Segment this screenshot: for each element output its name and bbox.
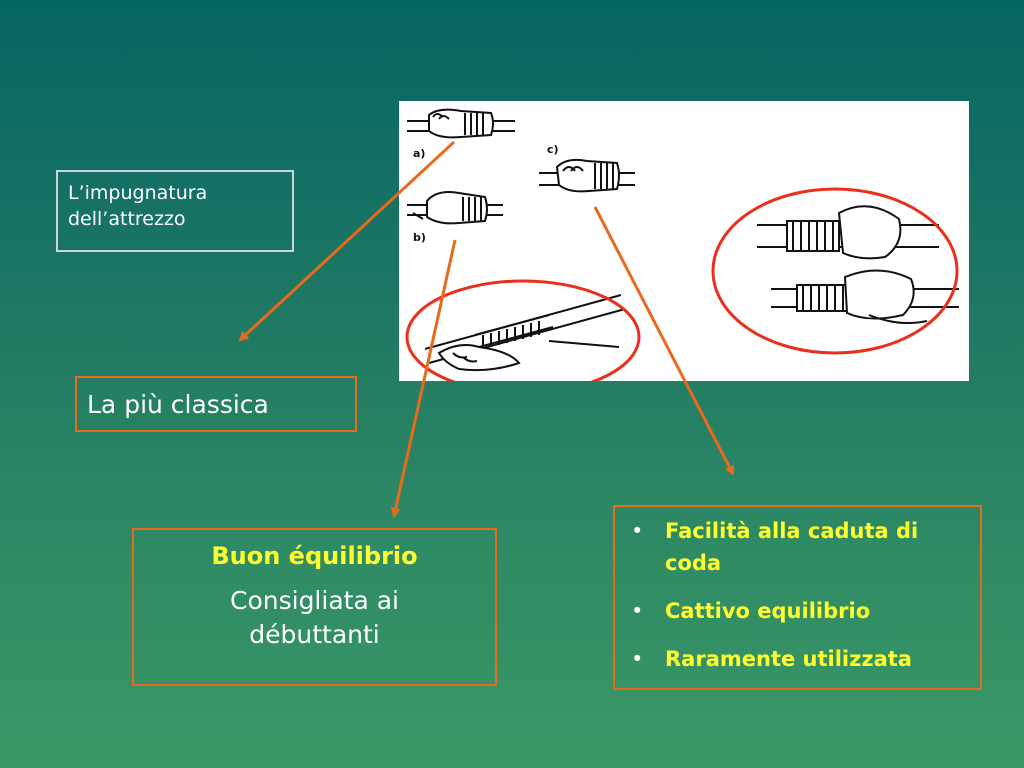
grip-illustration: a) b) c) [399,101,969,381]
classic-grip-box: La più classica [75,376,357,432]
grip-detail-left [424,294,626,372]
title-box: L’impugnatura dell’attrezzo [56,170,294,252]
cons-list: Facilità alla caduta di coda Cattivo equ… [629,515,966,675]
grip-detail-right [757,205,959,324]
title-line-2: dell’attrezzo [68,208,186,230]
balance-body-line-1: Consigliata ai [230,586,399,615]
cons-item: Cattivo equilibrio [629,595,966,627]
balance-box: Buon équilibrio Consigliata ai débuttant… [132,528,497,686]
balance-body-line-2: débuttanti [249,620,380,649]
cons-item: Facilità alla caduta di coda [629,515,966,579]
balance-body: Consigliata ai débuttanti [134,584,495,652]
grip-a-drawing [407,108,515,139]
classic-grip-label: La più classica [87,390,269,419]
cons-box: Facilità alla caduta di coda Cattivo equ… [613,505,982,690]
label-c: c) [547,143,559,156]
title-line-1: L’impugnatura [68,182,208,204]
balance-heading: Buon équilibrio [211,542,418,570]
label-a: a) [413,147,425,160]
cons-item: Raramente utilizzata [629,643,966,675]
grip-c-drawing [539,158,635,193]
label-b: b) [413,231,426,244]
